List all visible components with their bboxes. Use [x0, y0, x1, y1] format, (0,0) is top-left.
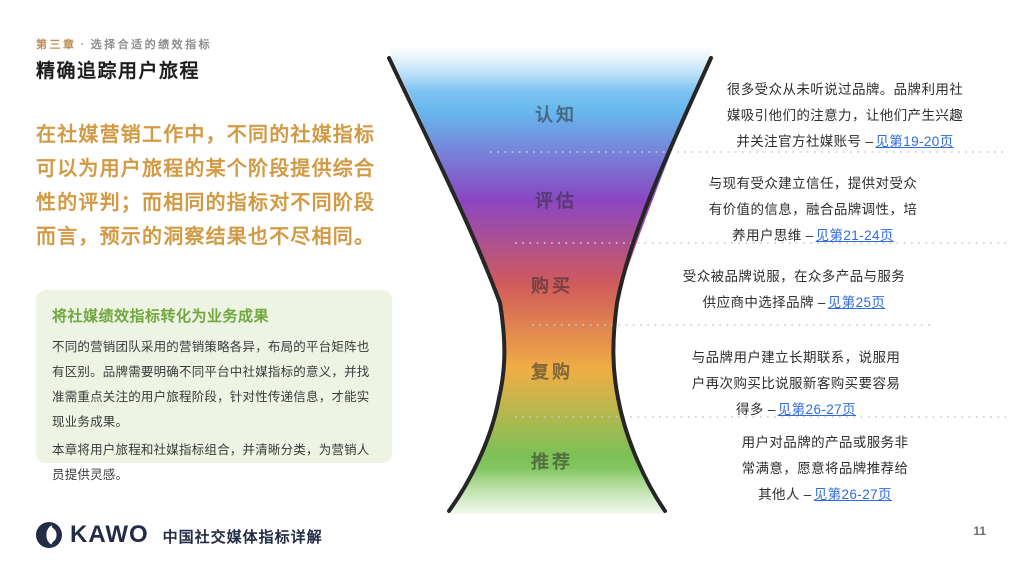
dash: – — [767, 402, 776, 417]
funnel-outline-right — [611, 56, 713, 513]
stage-description-text: 与品牌用户建立长期联系，说服用户再次购买比说服新客购买要容易得多 — [691, 350, 901, 417]
dash: – — [865, 134, 874, 149]
stage-description-awareness: 很多受众从未听说过品牌。品牌利用社媒吸引他们的注意力，让他们产生兴趣并关注官方社… — [722, 77, 968, 155]
stage-description-text: 受众被品牌说服，在众多产品与服务供应商中选择品牌 — [682, 269, 906, 310]
stage-description-evaluation: 与现有受众建立信任，提供对受众有价值的信息，融合品牌调性，培养用户思维–见第21… — [707, 171, 919, 249]
kawo-logo-icon — [36, 522, 62, 548]
page-title: 精确追踪用户旅程 — [36, 61, 201, 82]
funnel-stage-label-repurchase: 复购 — [530, 361, 573, 382]
funnel-body — [387, 48, 713, 514]
callout-paragraph: 本章将用户旅程和社媒指标组合，并清晰分类，为营销人员提供灵感。 — [52, 443, 370, 482]
stage-description-text: 用户对品牌的产品或服务非常满意，愿意将品牌推荐给其他人 — [741, 435, 909, 502]
page-link-repurchase[interactable]: 见第26-27页 — [777, 402, 856, 417]
footer-brand: KAWO 中国社交媒体指标详解 — [36, 521, 323, 549]
callout-title: 将社媒绩效指标转化为业务成果 — [52, 308, 270, 325]
brand-name: KAWO — [70, 521, 149, 548]
page-number: 11 — [973, 524, 986, 538]
breadcrumb-separator: · — [80, 39, 87, 51]
stage-description-repurchase: 与品牌用户建立长期联系，说服用户再次购买比说服新客购买要容易得多–见第26-27… — [690, 345, 902, 423]
stage-description-purchase: 受众被品牌说服，在众多产品与服务供应商中选择品牌–见第25页 — [678, 264, 910, 316]
breadcrumb: 第三章·选择合适的绩效指标 — [36, 36, 212, 52]
funnel-stage-label-referral: 推荐 — [531, 451, 573, 472]
chapter-number: 第三章 — [36, 39, 77, 51]
callout-box: 将社媒绩效指标转化为业务成果 不同的营销团队采用的营销策略各异，布局的平台矩阵也… — [36, 290, 392, 482]
page-link-purchase[interactable]: 见第25页 — [827, 295, 886, 310]
funnel-stage-label-awareness: 认知 — [535, 104, 577, 125]
page-link-evaluation[interactable]: 见第21-24页 — [815, 228, 894, 243]
chapter-section-title: 选择合适的绩效指标 — [90, 39, 213, 51]
page-link-awareness[interactable]: 见第19-20页 — [875, 134, 954, 149]
funnel-outline-left — [387, 56, 507, 513]
page-link-referral[interactable]: 见第26-27页 — [813, 487, 892, 502]
funnel-stage-label-purchase: 购买 — [531, 275, 573, 296]
intro-paragraph: 在社媒营销工作中，不同的社媒指标可以为用户旅程的某个阶段提供综合性的评判；而相同… — [36, 124, 376, 248]
funnel-stage-label-evaluation: 评估 — [535, 190, 577, 211]
callout-paragraph: 不同的营销团队采用的营销策略各异，布局的平台矩阵也有区别。品牌需要明确不同平台中… — [52, 340, 370, 429]
dash: – — [817, 295, 826, 310]
stage-description-referral: 用户对品牌的产品或服务非常满意，愿意将品牌推荐给其他人–见第26-27页 — [735, 430, 915, 508]
dash: – — [805, 228, 814, 243]
brand-subtitle: 中国社交媒体指标详解 — [162, 529, 323, 546]
stage-description-text: 很多受众从未听说过品牌。品牌利用社媒吸引他们的注意力，让他们产生兴趣并关注官方社… — [726, 82, 964, 149]
stage-description-text: 与现有受众建立信任，提供对受众有价值的信息，融合品牌调性，培养用户思维 — [708, 176, 918, 243]
dash: – — [803, 487, 812, 502]
